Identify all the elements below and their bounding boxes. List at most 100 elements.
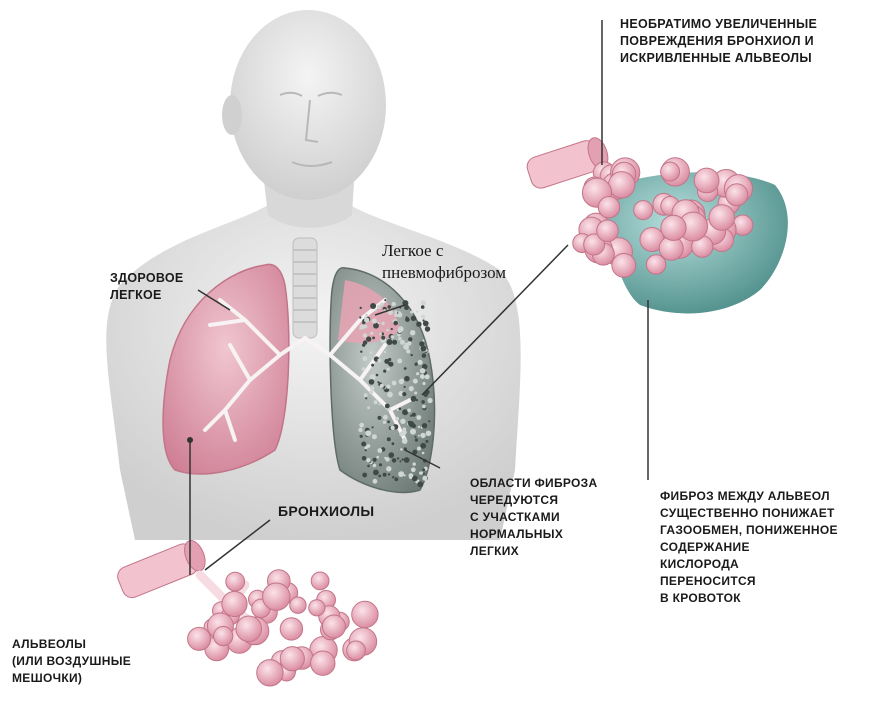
- fibrosis-dot: [420, 433, 425, 438]
- fibrosis-dot: [404, 474, 406, 476]
- alveolus: [311, 572, 329, 590]
- alveolus: [280, 647, 304, 671]
- fibrosis-dot: [379, 463, 382, 466]
- fibrosis-dot: [366, 458, 371, 463]
- fibrosis-dot: [361, 442, 366, 447]
- fibrosis-dot: [416, 322, 421, 327]
- fibrosis-dot: [364, 318, 369, 323]
- fibrosis-dot: [367, 406, 370, 409]
- alveolus: [226, 572, 245, 591]
- fibrosis-dot: [390, 426, 394, 430]
- fibrosis-dot: [370, 374, 376, 380]
- fibrosis-dot: [417, 481, 423, 487]
- fibrosis-dot: [403, 438, 405, 440]
- fibrosis-dot: [381, 336, 385, 340]
- fibrosis-dot: [373, 479, 378, 484]
- alveolus: [694, 168, 719, 193]
- alveolus: [612, 254, 636, 278]
- fibrosis-dot: [394, 310, 397, 313]
- fibrosis-dot: [373, 470, 379, 476]
- alveolus: [352, 601, 378, 627]
- fibrosis-dot: [410, 330, 415, 335]
- fibrosis-dot: [408, 337, 412, 341]
- fibrosis-dot: [398, 337, 402, 341]
- fibrosis-dot: [367, 465, 370, 468]
- fibrosis-dot: [397, 409, 399, 411]
- fibrosis-dot: [408, 421, 411, 424]
- fibrosis-dot: [421, 315, 425, 319]
- fibrosis-dot: [387, 392, 393, 398]
- fibrosis-dot: [404, 376, 410, 382]
- fibrosis-dot: [414, 392, 417, 395]
- fibrosis-dot: [383, 370, 386, 373]
- alveolus: [311, 651, 335, 675]
- alveolus: [257, 660, 283, 686]
- fibrosis-dot: [387, 339, 393, 345]
- fibrosis-dot: [377, 448, 382, 453]
- fibrosis-dot: [374, 400, 378, 404]
- fibrosis-dot: [377, 305, 381, 309]
- fibrosis-dot: [421, 301, 426, 306]
- fibrosis-dot: [420, 346, 426, 352]
- fibrosis-dot: [362, 356, 367, 361]
- fibrosis-dot: [364, 325, 368, 329]
- fibrosis-dot: [420, 374, 425, 379]
- fibrosis-dot: [360, 307, 362, 309]
- alveolus: [597, 220, 619, 242]
- alveolus: [347, 641, 366, 660]
- fibrosis-dot: [373, 464, 377, 468]
- leader-dot: [187, 437, 193, 443]
- alveolus: [214, 627, 233, 646]
- alveolus: [263, 583, 290, 610]
- alveolus: [661, 162, 680, 181]
- fibrosis-dot: [416, 399, 418, 401]
- fibrosis-dot: [402, 458, 404, 460]
- alveolus: [222, 591, 247, 616]
- fibrosis-dot: [387, 368, 390, 371]
- fibrosis-dot: [365, 314, 368, 317]
- fibrosis-dot: [360, 351, 362, 353]
- fibrosis-dot: [384, 299, 386, 301]
- fibrosis-dot: [426, 440, 429, 443]
- fibrosis-dot: [362, 456, 367, 461]
- label-damaged-bronchioles: Необратимо увеличенные повреждения бронх…: [620, 16, 817, 67]
- alveolus: [309, 600, 325, 616]
- fibrosis-dot: [365, 397, 367, 399]
- fibrosis-dot: [399, 408, 402, 411]
- fibrosis-dot: [418, 435, 420, 437]
- fibrosis-dot: [397, 457, 399, 459]
- fibrosis-dot: [376, 374, 379, 377]
- alveolus: [634, 201, 653, 220]
- alveolus: [280, 618, 302, 640]
- fibrosis-dot: [370, 332, 373, 335]
- fibrosis-dot: [365, 430, 371, 436]
- fibrosis-dot: [400, 471, 404, 475]
- fibrosis-dot: [362, 367, 366, 371]
- label-fibrosis-areas: Области фиброза чередуются с участками н…: [470, 475, 597, 560]
- fibrosis-dot: [372, 318, 377, 323]
- trachea: [293, 238, 317, 338]
- fibrosis-dot: [409, 473, 414, 478]
- fibrosis-dot: [415, 436, 417, 438]
- fibrosis-dot: [388, 473, 390, 475]
- fibrosis-dot: [411, 467, 416, 472]
- fibrosis-dot: [420, 443, 426, 449]
- alveolus: [598, 197, 619, 218]
- fibrosis-dot: [400, 379, 404, 383]
- fibrosis-dot: [404, 367, 407, 370]
- label-fibrosis-alveoli: Фиброз между альвеол существенно понижае…: [660, 488, 838, 607]
- alveolus: [661, 215, 686, 240]
- fibrosis-dot: [362, 473, 367, 478]
- fibrosis-dot: [412, 413, 416, 417]
- damaged-alveoli-cluster: [525, 135, 788, 313]
- fibrosis-dot: [359, 328, 361, 330]
- fibrosis-dot: [416, 311, 418, 313]
- fibrosis-dot: [378, 322, 380, 324]
- label-bronchioles: Бронхиолы: [278, 503, 374, 520]
- fibrosis-dot: [404, 386, 406, 388]
- fibrosis-dot: [392, 340, 397, 345]
- fibrosis-dot: [428, 324, 430, 326]
- fibrosis-dot: [400, 448, 403, 451]
- fibrosis-dot: [428, 420, 430, 422]
- head: [230, 10, 386, 200]
